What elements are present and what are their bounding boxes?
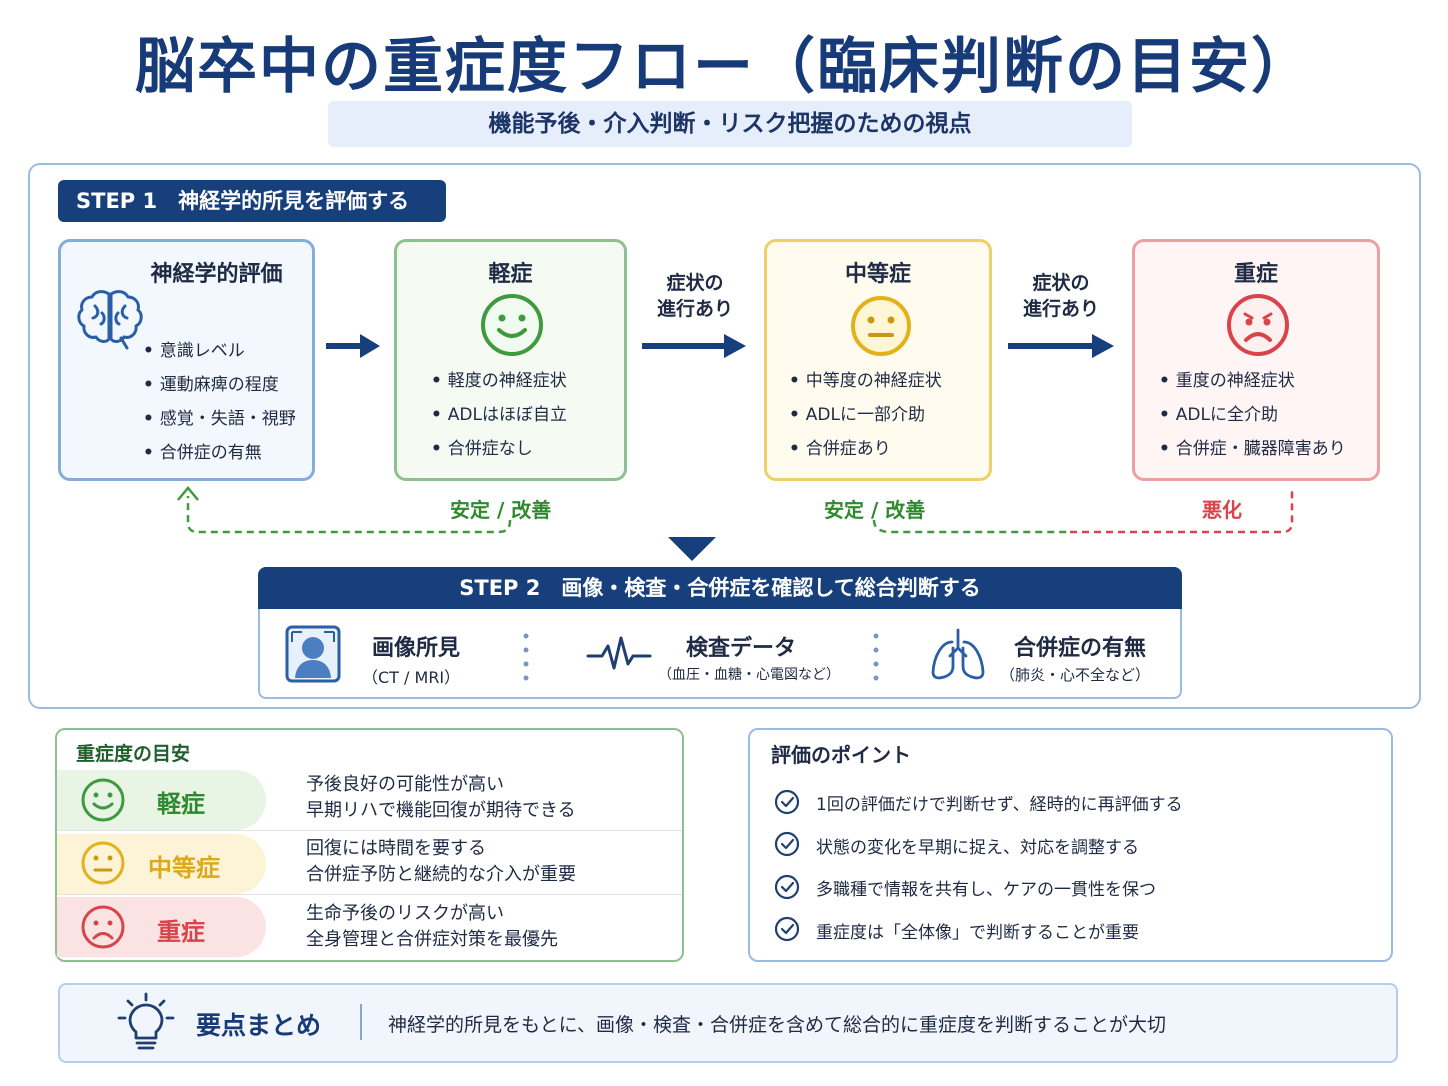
complications-sub: （肺炎・心不全など）	[1000, 666, 1151, 684]
guide-moderate-label: 中等症	[148, 854, 220, 882]
check-circle-icon	[774, 831, 800, 857]
evaluation-point: 状態の変化を早期に捉え、対応を調整する	[816, 838, 1139, 858]
neuro-item: 合併症の有無	[143, 436, 296, 470]
guide-moderate-pill	[57, 834, 266, 894]
severe-card: 重症 重度の神経症状 ADLに全介助 合併症・臓器障害あり	[1132, 239, 1380, 481]
guide-mild-pill	[57, 770, 266, 830]
progress-label-1: 症状の 進行あり	[656, 272, 733, 320]
severe-item: 重度の神経症状	[1159, 364, 1346, 398]
evaluation-points-title: 評価のポイント	[771, 743, 911, 767]
guide-divider	[57, 894, 682, 895]
mild-item: 合併症なし	[431, 432, 567, 466]
brain-icon	[77, 290, 143, 350]
step1-label: STEP 1 神経学的所見を評価する	[58, 180, 446, 222]
pulse-icon	[586, 636, 652, 670]
moderate-item: 中等度の神経症状	[789, 364, 942, 398]
imaging-icon	[285, 625, 341, 683]
step1-panel	[28, 163, 1421, 709]
check-circle-icon	[774, 874, 800, 900]
neuro-item: 意識レベル	[143, 334, 296, 368]
mild-card: 軽症 軽度の神経症状 ADLはほぼ自立 合併症なし	[394, 239, 627, 481]
progress-label-2: 症状の 進行あり	[1022, 272, 1099, 320]
severe-title: 重症	[1233, 262, 1278, 287]
divider-dots	[873, 633, 879, 681]
neutral-face-icon	[851, 296, 911, 356]
summary-title: 要点まとめ	[196, 1011, 322, 1040]
imaging-label: 画像所見	[372, 636, 461, 661]
smile-face-icon	[81, 778, 125, 822]
evaluation-points-panel	[748, 728, 1393, 962]
guide-divider	[57, 830, 682, 831]
complications-label: 合併症の有無	[1014, 636, 1147, 661]
severe-item: ADLに全介助	[1159, 398, 1346, 432]
moderate-item: ADLに一部介助	[789, 398, 942, 432]
stable-label-moderate: 安定 / 改善	[824, 498, 926, 522]
smile-face-icon	[481, 294, 543, 356]
moderate-title: 中等症	[844, 262, 911, 287]
mild-item: ADLはほぼ自立	[431, 398, 567, 432]
guide-severe-text: 生命予後のリスクが高い 全身管理と合併症対策を最優先	[306, 903, 558, 950]
neutral-face-icon	[81, 841, 125, 885]
divider-dots	[523, 633, 529, 681]
feedback-lines	[177, 486, 1294, 534]
lightbulb-icon	[117, 992, 175, 1050]
arrow-right-icon	[642, 334, 746, 358]
step2-label: STEP 2 画像・検査・合併症を確認して総合判断する	[258, 567, 1182, 609]
sad-face-icon	[81, 905, 125, 949]
worse-label: 悪化	[1202, 498, 1242, 522]
arrow-right-icon	[1008, 334, 1114, 358]
arrow-right-icon	[326, 334, 380, 358]
severe-item: 合併症・臓器障害あり	[1159, 432, 1346, 466]
imaging-sub: （CT / MRI）	[362, 668, 461, 687]
mild-title: 軽症	[488, 262, 533, 287]
summary-panel	[58, 983, 1398, 1063]
moderate-item: 合併症あり	[789, 432, 942, 466]
evaluation-point: 多職種で情報を共有し、ケアの一貫性を保つ	[816, 880, 1156, 900]
tests-label: 検査データ	[686, 636, 797, 661]
stable-label-mild: 安定 / 改善	[450, 498, 552, 522]
check-circle-icon	[774, 789, 800, 815]
arrow-down-icon	[668, 537, 716, 561]
guide-severe-label: 重症	[157, 918, 205, 946]
neuro-item: 運動麻痺の程度	[143, 368, 296, 402]
evaluation-point: 重症度は「全体像」で判断することが重要	[816, 923, 1139, 943]
severity-guide-title: 重症度の目安	[76, 743, 191, 765]
sad-face-icon	[1227, 294, 1289, 356]
moderate-card: 中等症 中等度の神経症状 ADLに一部介助 合併症あり	[764, 239, 992, 481]
tests-sub: （血圧・血糖・心電図など）	[658, 667, 840, 683]
guide-severe-pill	[57, 897, 266, 957]
summary-divider	[360, 1004, 362, 1040]
page-subtitle: 機能予後・介入判断・リスク把握のための視点	[328, 101, 1132, 147]
guide-moderate-text: 回復には時間を要する 合併症予防と継続的な介入が重要	[306, 838, 576, 885]
page-title: 脳卒中の重症度フロー（臨床判断の目安）	[135, 32, 1313, 102]
guide-mild-label: 軽症	[157, 790, 205, 818]
neuro-eval-title: 神経学的評価	[150, 262, 283, 287]
check-circle-icon	[774, 916, 800, 942]
lungs-icon	[931, 628, 985, 680]
guide-mild-text: 予後良好の可能性が高い 早期リハで機能回復が期待できる	[306, 774, 576, 821]
neuro-eval-card: 神経学的評価 意識レベル 運動麻痺の程度 感覚・失語・視野 合併症の有無	[58, 239, 315, 481]
summary-text: 神経学的所見をもとに、画像・検査・合併症を含めて総合的に重症度を判断することが大…	[388, 1014, 1167, 1036]
mild-item: 軽度の神経症状	[431, 364, 567, 398]
neuro-item: 感覚・失語・視野	[143, 402, 296, 436]
evaluation-point: 1回の評価だけで判断せず、経時的に再評価する	[816, 795, 1183, 815]
